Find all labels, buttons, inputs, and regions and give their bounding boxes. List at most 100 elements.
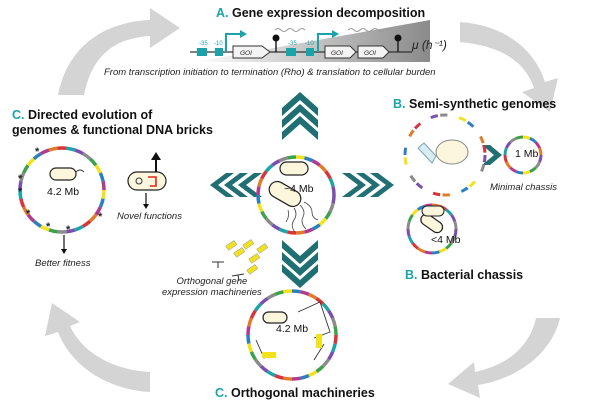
left-genome-ring-segment (19, 172, 26, 182)
chassis-genome-ring-segment (453, 228, 458, 237)
bottom-genome-ring-segment (327, 351, 335, 361)
genome-rings (18, 113, 543, 381)
chevrons-down (282, 240, 318, 288)
central-genome-ring-segment (318, 217, 328, 227)
minimal-genome-ring-segment (509, 136, 517, 144)
left-genome-ring-segment (98, 172, 105, 182)
fitness-arrow (61, 249, 67, 254)
cycle-arrow-top-right (460, 22, 558, 112)
minimal-genome-ring-segment (509, 166, 517, 174)
minimal-genome-ring-segment (538, 147, 543, 156)
semisynthetic-fragments-ring-segment (479, 135, 485, 144)
title-b2-letter: B. (405, 268, 418, 282)
chevrons-right (342, 173, 394, 197)
goi-box-2 (324, 45, 357, 59)
central-genome-ring-segment (328, 177, 335, 187)
title-a-letter: A. (216, 6, 229, 20)
semisynthetic-assembly (417, 139, 469, 165)
semisynthetic-fragments-ring-segment (430, 114, 439, 120)
left-genome-ring-segment (32, 152, 42, 161)
left-genome-ring-segment (74, 224, 84, 232)
bottom-genome-ring-segment (249, 309, 257, 319)
central-genome-ring-segment (264, 163, 274, 173)
export-arrow (151, 152, 161, 160)
central-genome-ring-segment (304, 156, 314, 163)
chassis-top-bacterium (421, 205, 445, 217)
gene-expression-strip: -35 -10 -35 -10 GOI GOI GOI (190, 20, 430, 62)
semisynthetic-fragments-ring-segment (408, 129, 415, 138)
tss-arrow-1 (225, 33, 240, 52)
terminator-1 (272, 34, 280, 42)
bottom-genome-ring-segment (283, 289, 293, 294)
left-genome-ring-segment (98, 198, 105, 208)
bottom-genome-ring-segment (315, 296, 325, 306)
bottom-genome-ring-segment (253, 302, 263, 312)
bottom-genome-ring-segment (247, 317, 253, 327)
minimal-genome-ring-segment (504, 141, 512, 149)
bottom-genome-ring-segment (333, 326, 338, 336)
cycle-arrows (45, 8, 560, 398)
bottom-genome-ring-segment (259, 364, 269, 374)
left-genome-ring-segment (101, 180, 106, 191)
title-b1-text: Semi-synthetic genomes (408, 97, 557, 111)
title-b2-text: Bacterial chassis (420, 268, 524, 282)
terminator-2 (394, 34, 402, 42)
bottom-genome-ring-segment (308, 370, 318, 378)
bottom-genome-ring-segment (274, 290, 284, 296)
semisynthetic-fragments-ring-segment (403, 157, 408, 165)
central-genome-ring-segment (256, 186, 261, 196)
left-genome-ring-segment (18, 189, 23, 200)
chevron-to-minimal (482, 145, 502, 165)
minimal-genome-ring-segment (538, 154, 543, 163)
left-genome-ring-segment (22, 206, 30, 216)
central-genome-ring-segment (257, 203, 264, 213)
central-genome-ring-segment (331, 186, 336, 196)
promoter-label-m10-2: -10 (305, 41, 314, 47)
left-genome-cell (49, 167, 85, 181)
chassis-genome-ring-segment (445, 208, 453, 216)
chassis-genome-ring-segment (445, 242, 453, 250)
central-genome-ring-segment (256, 194, 261, 204)
chassis-genome-ring-segment (411, 242, 419, 250)
orthogonal-caption: Orthogonal gene expression machineries (162, 276, 262, 298)
chassis-genome-ring-segment (450, 235, 457, 244)
bottom-genome-ring-segment (259, 296, 269, 306)
left-genome-ring-segment (82, 152, 92, 161)
tss-arrow-2 (317, 33, 332, 52)
chevrons-left (210, 173, 262, 197)
title-c-orthogonal: C. Orthogonal machineries (215, 386, 375, 400)
bottom-genome-ring-segment (249, 351, 257, 361)
central-genome-ring-segment (271, 159, 281, 167)
left-genome-ring-segment (40, 224, 50, 232)
bottom-genome-ring-segment (247, 343, 253, 353)
novel-function-cell (127, 152, 167, 209)
semisynthetic-fragments-ring-segment (458, 116, 467, 123)
minimal-genome-ring-segment (504, 161, 512, 169)
left-genome-ring-segment (66, 146, 76, 152)
subtitle-a: From transcription initiation to termina… (104, 67, 436, 78)
minimal-genome-ring-segment (515, 135, 524, 140)
minimal-genome-ring-segment (529, 136, 537, 144)
left-genome-ring-segment (66, 228, 76, 234)
semisynthetic-fragments-ring-segment (466, 120, 475, 128)
central-genome-ring-segment (324, 210, 332, 220)
central-genome-ring-segment (324, 170, 332, 180)
bottom-genome-ring-segment (266, 292, 276, 300)
novel-down-arrow (143, 204, 149, 209)
chassis-bacterium (420, 213, 444, 234)
chassis-genome-ring-segment (406, 221, 411, 230)
minimal-genome-ring-segment (503, 154, 508, 163)
orthogonal-caption-line1: Orthogonal gene (176, 276, 248, 287)
bottom-genome-ring-segment (246, 334, 251, 344)
minimal-genome-ring (503, 135, 543, 175)
red-circuit (148, 176, 157, 187)
semisynthetic-fragments-ring-segment (482, 145, 487, 153)
title-b-semisynthetic: B. Semi-synthetic genomes (393, 97, 556, 111)
svg-text:*: * (35, 146, 40, 158)
central-genome-ring-segment (287, 155, 297, 160)
chassis-genome-ring-segment (450, 214, 457, 223)
bottom-genome-ring-segment (321, 358, 331, 368)
minimal-chassis-caption: Minimal chassis (490, 182, 558, 193)
title-c-directed: C. Directed evolution of genomes & funct… (12, 108, 213, 138)
title-c1-line1: Directed evolution of (27, 108, 153, 122)
